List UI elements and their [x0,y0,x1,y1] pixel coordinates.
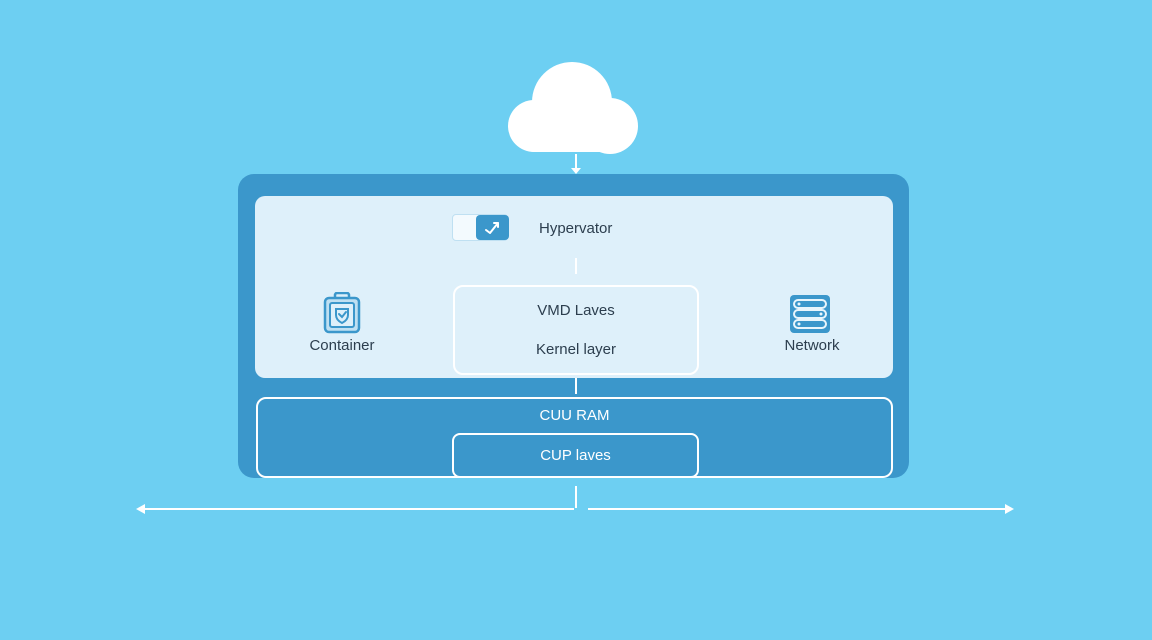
cup-layers-box [452,433,699,478]
bottom-connector [575,486,577,508]
server-rack-icon [790,295,830,333]
hypervisor-label: Hypervator [539,220,613,237]
cloud-icon [508,62,638,154]
left-arrowhead [136,504,145,514]
vmd-layers-label: VMD Laves [537,302,615,319]
hypervisor-toggle-knob[interactable] [476,215,509,240]
cloud-arrowhead [571,168,581,174]
cup-layers-label: CUP laves [540,447,611,464]
container-label: Container [309,337,375,354]
upper-panel [255,196,893,378]
kernel-layer-label: Kernel layer [535,341,617,358]
cpu-ram-label: CUU RAM [539,407,610,424]
cloud-connector [575,154,577,170]
bottom-axis-arrows [136,504,1014,514]
check-arrow-icon [485,222,499,234]
right-arrowhead [1005,504,1014,514]
container-icon [323,292,361,334]
hypervisor-connector [575,258,577,274]
kernel-ram-connector [575,378,577,394]
vmd-kernel-box [453,285,699,375]
network-label: Network [784,337,840,354]
